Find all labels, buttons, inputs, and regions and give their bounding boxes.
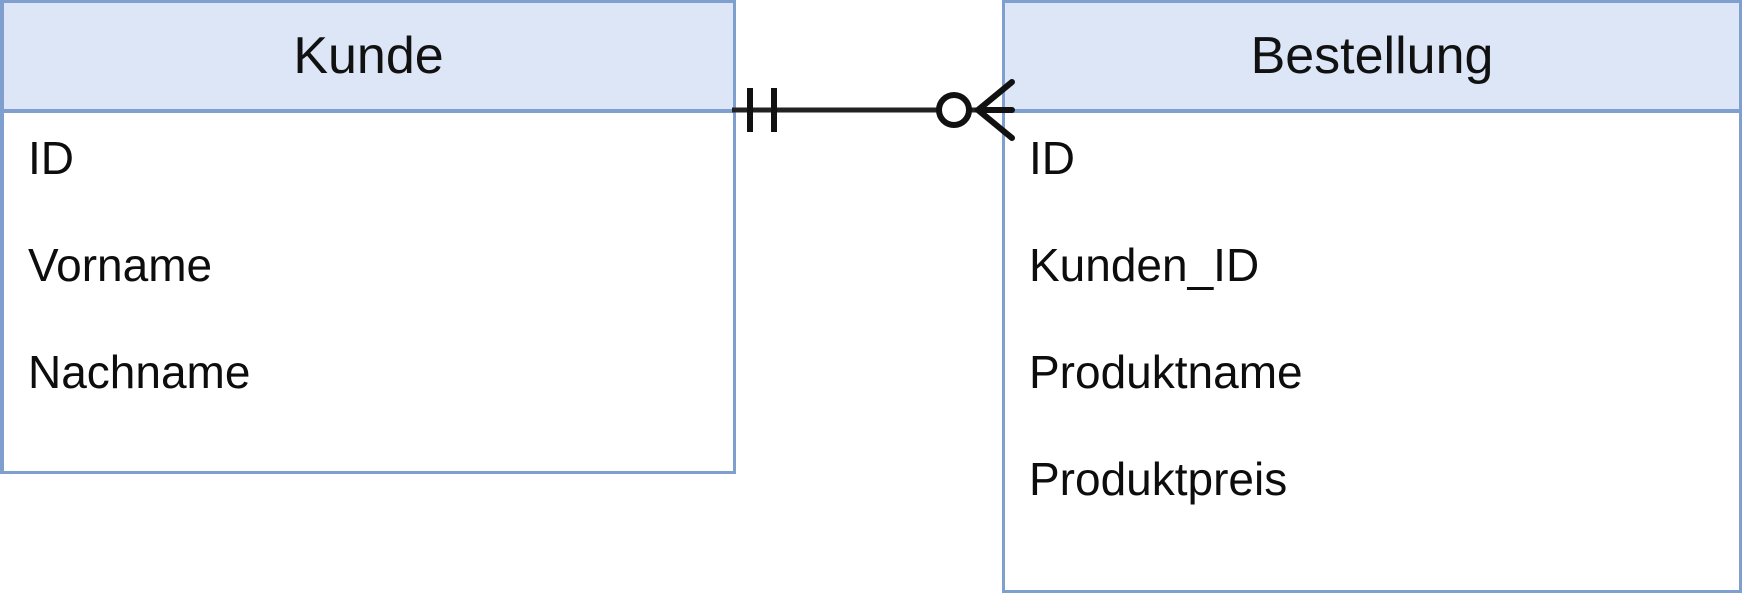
entity-kunde[interactable]: Kunde ID Vorname Nachname xyxy=(0,0,736,474)
attribute-row: Produktname xyxy=(1029,349,1739,456)
entity-kunde-title: Kunde xyxy=(293,27,444,85)
entity-bestellung-title: Bestellung xyxy=(1250,27,1494,85)
attribute-row: Nachname xyxy=(28,349,733,456)
attribute-row: ID xyxy=(1029,135,1739,242)
attribute-label: Produktname xyxy=(1029,346,1303,398)
attribute-label: Vorname xyxy=(28,239,213,291)
entity-kunde-attribute-list: ID Vorname Nachname xyxy=(4,113,733,471)
attribute-label: ID xyxy=(1029,132,1075,184)
attribute-row: ID xyxy=(28,135,733,242)
cardinality-zero-circle-icon xyxy=(936,92,972,128)
attribute-row: Kunden_ID xyxy=(1029,242,1739,349)
attribute-label: Kunden_ID xyxy=(1029,239,1260,291)
attribute-row: Produktpreis xyxy=(1029,456,1739,563)
entity-bestellung-header: Bestellung xyxy=(1005,3,1739,113)
attribute-label: ID xyxy=(28,132,74,184)
attribute-label: Nachname xyxy=(28,346,251,398)
entity-bestellung[interactable]: Bestellung ID Kunden_ID Produktname Prod… xyxy=(1002,0,1742,593)
entity-kunde-header: Kunde xyxy=(4,3,733,113)
attribute-row: Vorname xyxy=(28,242,733,349)
entity-bestellung-attribute-list: ID Kunden_ID Produktname Produktpreis xyxy=(1005,113,1739,590)
attribute-label: Produktpreis xyxy=(1029,453,1288,505)
relationship-connector-kunde-bestellung[interactable] xyxy=(730,62,1020,158)
